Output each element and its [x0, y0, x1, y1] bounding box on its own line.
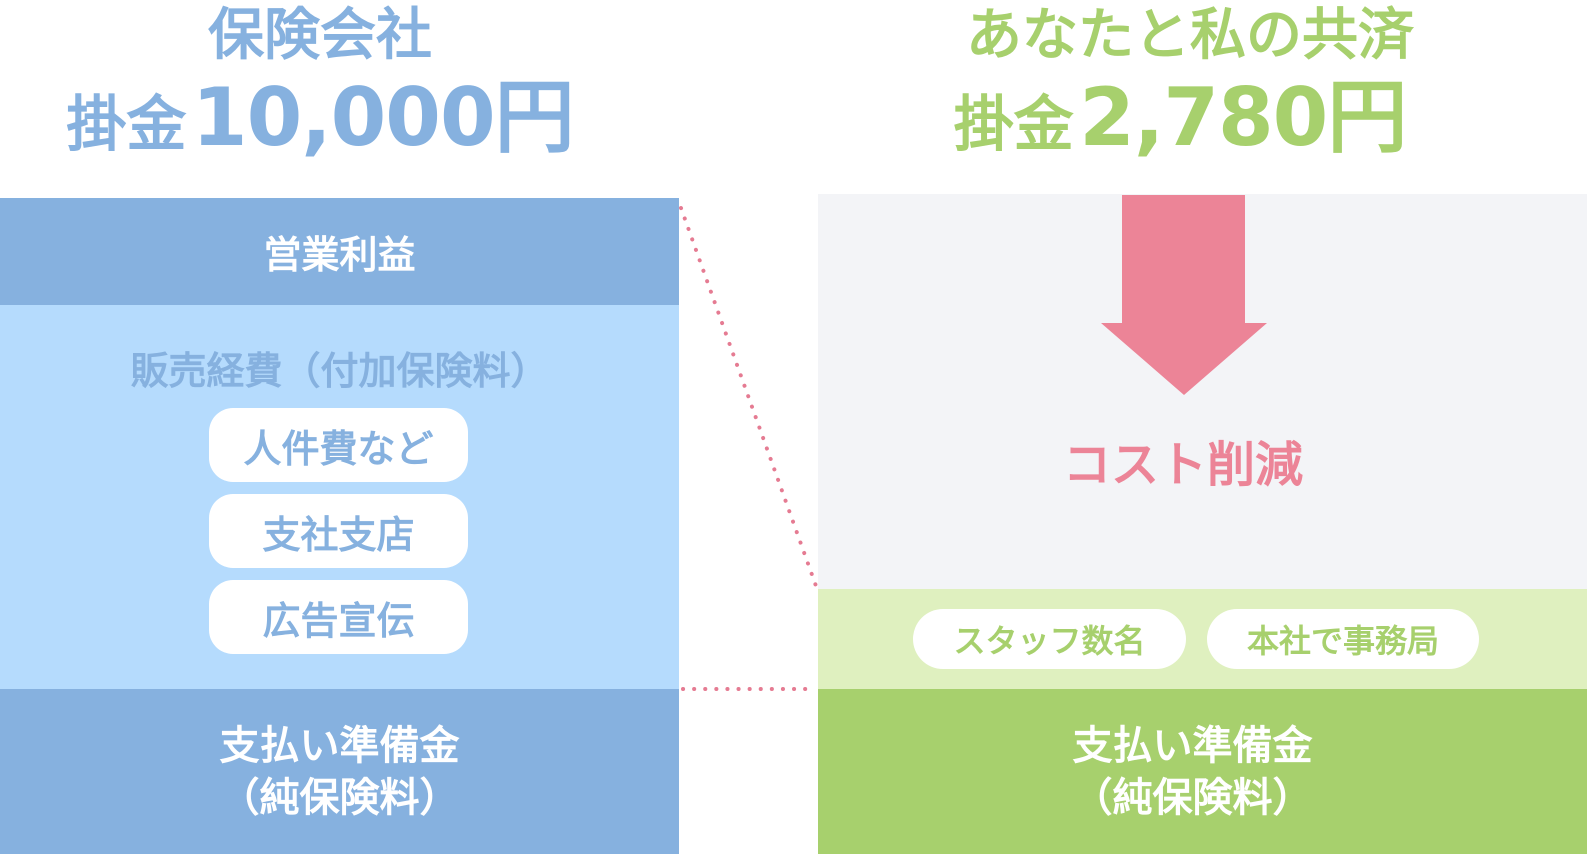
mutual-aid-premium: 掛金 2,780円 [880, 78, 1480, 158]
reserve-line1: 支払い準備金 [1072, 722, 1313, 769]
operating-profit-block: 営業利益 [0, 198, 679, 305]
reserve-line2: （純保険料） [219, 774, 460, 821]
cost-reduction-label: コスト削減 [1062, 437, 1303, 493]
insurance-premium: 掛金 10,000円 [40, 78, 600, 158]
reserve-line1: 支払い準備金 [219, 722, 460, 769]
operation-item-staff: スタッフ数名 [913, 609, 1186, 669]
expense-item-personnel: 人件費など [209, 408, 468, 482]
mutual-aid-title: あなたと私の共済 [966, 3, 1414, 68]
expense-item-advertising: 広告宣伝 [209, 580, 468, 654]
dotted-connector-line [679, 206, 818, 588]
premium-label: 掛金 [66, 90, 187, 160]
premium-amount: 2,780円 [1079, 71, 1407, 164]
premium-label: 掛金 [953, 90, 1074, 160]
insurance-company-title: 保険会社 [208, 3, 432, 68]
sales-expenses-title: 販売経費（付加保険料） [130, 349, 549, 393]
expense-item-branches: 支社支店 [209, 494, 468, 568]
operation-item-head-office: 本社で事務局 [1207, 609, 1479, 669]
payment-reserve-block-left: 支払い準備金 （純保険料） [0, 689, 679, 854]
reserve-line2: （純保険料） [1072, 774, 1313, 821]
down-arrow-icon [1101, 195, 1267, 395]
payment-reserve-block-right: 支払い準備金 （純保険料） [818, 689, 1587, 854]
premium-amount: 10,000円 [191, 71, 575, 164]
